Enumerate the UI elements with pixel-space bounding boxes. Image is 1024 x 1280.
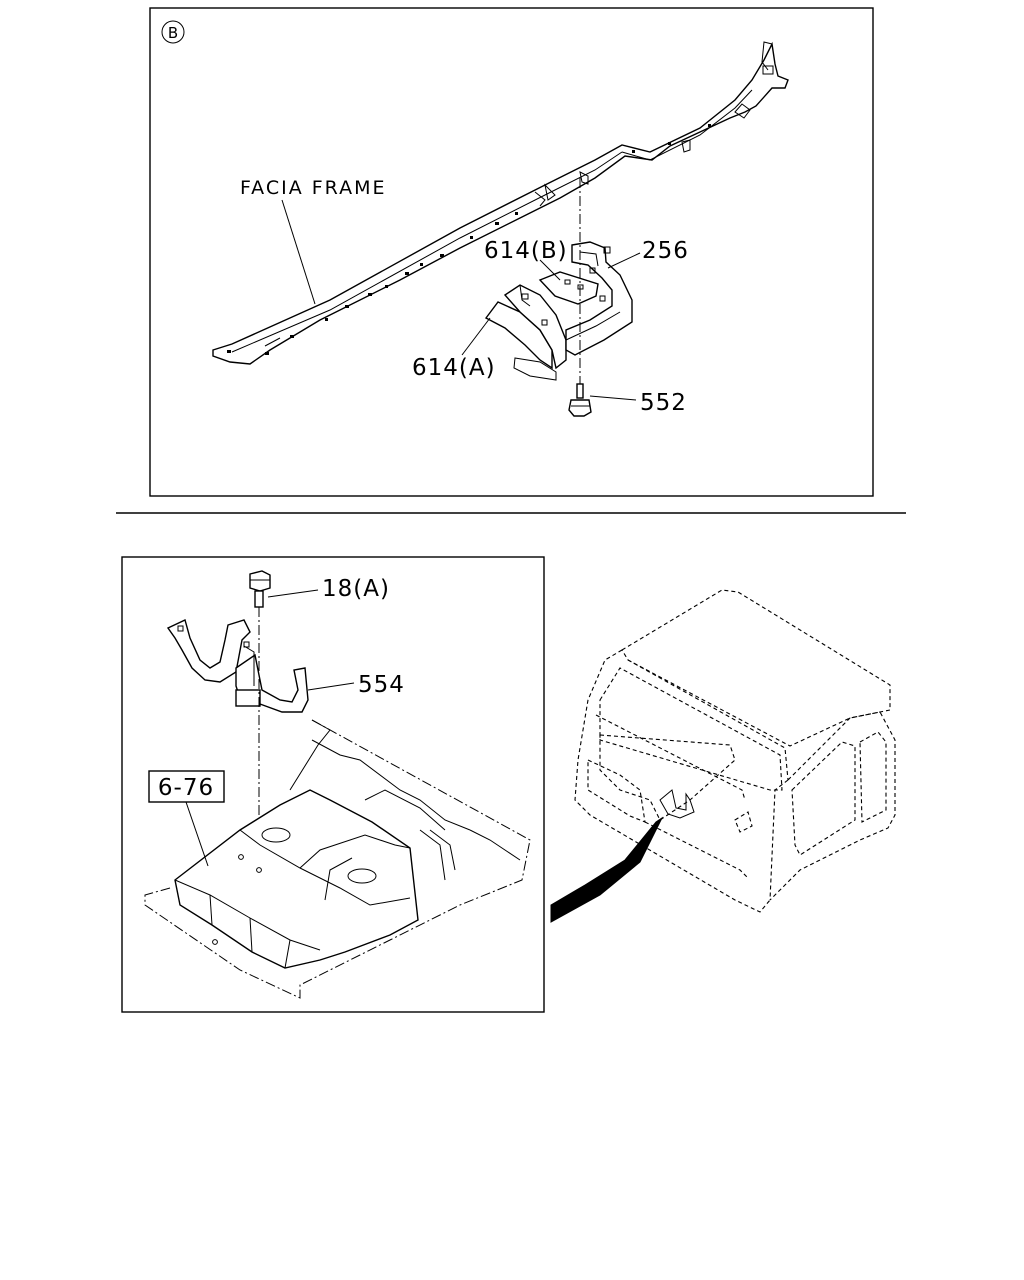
bolt-552 — [568, 383, 592, 417]
leader-18a — [267, 589, 319, 598]
label-facia-frame: FACIA FRAME — [240, 177, 387, 199]
bolt-18a — [249, 570, 271, 608]
leader-552 — [589, 395, 637, 401]
bracket-614b — [538, 271, 599, 305]
label-256: 256 — [642, 238, 689, 264]
panel-floor-frame — [121, 556, 545, 1013]
floor-panel — [144, 719, 531, 999]
label-18a: 18(A) — [322, 576, 390, 602]
bracket-256 — [565, 241, 633, 356]
leader-614b — [539, 259, 561, 281]
leader-256 — [607, 252, 641, 269]
label-552: 552 — [640, 390, 687, 416]
bracket-554 — [166, 619, 309, 713]
leader-facia-frame — [281, 199, 316, 305]
leader-554 — [307, 682, 355, 691]
section-marker-b: B — [161, 20, 185, 44]
section-marker-b-letter: B — [168, 24, 178, 42]
leader-614a — [461, 317, 491, 356]
panel-b-frame — [149, 7, 874, 497]
reference-6-76: 6-76 — [148, 770, 225, 803]
label-6-76: 6-76 — [158, 775, 214, 801]
facia-frame — [212, 41, 789, 365]
cab-overview — [550, 589, 896, 923]
panel-floor: 6-76 18(A) 554 — [121, 556, 545, 1013]
leader-6-76 — [185, 801, 209, 867]
facia-frame-holes — [227, 124, 711, 355]
label-554: 554 — [358, 672, 405, 698]
bracket-614a — [484, 284, 567, 381]
callout-arrow — [550, 816, 664, 923]
label-614b: 614(B) — [484, 238, 568, 264]
label-614a: 614(A) — [412, 355, 496, 381]
panel-b: B — [149, 7, 874, 497]
